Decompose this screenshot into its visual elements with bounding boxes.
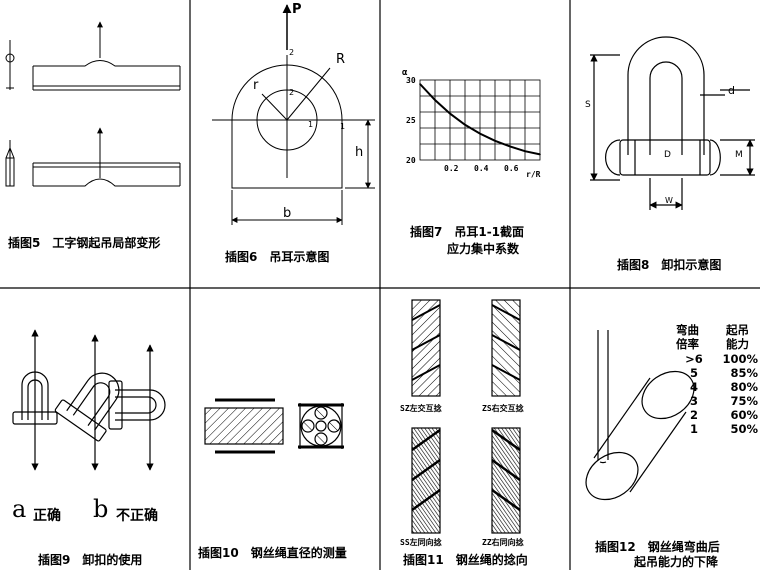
fig6-label-1b: 1 bbox=[340, 122, 346, 131]
fig7-data-point bbox=[539, 153, 541, 156]
fig6-label-r-inner: r bbox=[253, 78, 259, 93]
fig9-label-b: b bbox=[93, 495, 109, 523]
fig7-data-point bbox=[449, 112, 451, 115]
fig6-label-2a: 2 bbox=[289, 48, 295, 57]
fig12-rope-bend bbox=[585, 330, 695, 501]
fig7-x-tick-04: 0.4 bbox=[474, 164, 489, 173]
table-row: 100% bbox=[722, 352, 758, 366]
table-row: 3 bbox=[689, 394, 698, 408]
fig11-label-zs: ZS右交互捻 bbox=[482, 404, 524, 413]
fig6-label-b: b bbox=[283, 206, 292, 221]
caption-fig5: 插图5 工字钢起吊局部变形 bbox=[8, 236, 161, 250]
fig12-table-head-ratio: 弯曲倍率 bbox=[676, 323, 699, 351]
fig7-chart-series bbox=[419, 83, 541, 156]
fig7-y-tick-20: 20 bbox=[406, 156, 416, 165]
caption-fig12-line1: 插图12 钢丝绳弯曲后 bbox=[595, 540, 720, 554]
table-row: 50% bbox=[730, 422, 758, 436]
fig6-label-1a: 1 bbox=[308, 120, 314, 129]
table-row: 4 bbox=[689, 380, 698, 394]
fig6-lug-drawing bbox=[212, 4, 375, 225]
table-row: 5 bbox=[689, 366, 698, 380]
fig8-shackle-drawing bbox=[590, 36, 755, 210]
caption-fig10: 插图10 钢丝绳直径的测量 bbox=[198, 546, 347, 560]
fig7-data-point bbox=[494, 140, 496, 142]
fig9-label-a: a bbox=[12, 495, 27, 523]
fig6-label-r-outer: R bbox=[336, 52, 346, 67]
fig6-label-2b: 2 bbox=[289, 88, 295, 97]
fig8-label-pin-d: D bbox=[664, 150, 671, 160]
fig8-label-s: S bbox=[585, 100, 591, 110]
fig11-label-zz: ZZ右同向捻 bbox=[482, 538, 524, 547]
table-row: 1 bbox=[689, 422, 698, 436]
caption-fig11: 插图11 钢丝绳的捻向 bbox=[403, 553, 528, 567]
fig7-data-point bbox=[524, 150, 526, 152]
fig5-ibeam-drawing bbox=[5, 21, 181, 187]
fig9-label-b-text: 不正确 bbox=[116, 508, 158, 524]
fig11-rope-lay bbox=[411, 299, 521, 534]
fig7-data-point bbox=[479, 132, 481, 135]
fig6-label-h: h bbox=[355, 145, 364, 160]
fig9-shackle-usage bbox=[12, 329, 166, 471]
fig7-data-point bbox=[419, 83, 421, 85]
fig12-table-capacity-col: 100% 85% 80% 75% 60% 50% bbox=[718, 352, 758, 436]
fig7-data-point bbox=[434, 99, 436, 101]
caption-fig9: 插图9 卸扣的使用 bbox=[38, 553, 143, 567]
fig11-label-ss: SS左同向捻 bbox=[400, 538, 442, 547]
fig10-rope-measure bbox=[204, 398, 344, 454]
table-row: 2 bbox=[689, 408, 698, 422]
caption-fig6: 插图6 吊耳示意图 bbox=[225, 250, 330, 264]
fig8-label-m: M bbox=[735, 150, 743, 160]
fig12-table-ratio-col: >6 5 4 3 2 1 bbox=[680, 352, 708, 436]
fig7-data-point bbox=[509, 145, 511, 148]
fig7-data-point bbox=[464, 124, 466, 126]
fig7-x-tick-02: 0.2 bbox=[444, 164, 459, 173]
fig8-label-d: d bbox=[728, 84, 735, 97]
table-row: 60% bbox=[730, 408, 758, 422]
fig7-x-tick-06: 0.6 bbox=[504, 164, 519, 173]
table-row: 85% bbox=[730, 366, 758, 380]
table-row: >6 bbox=[685, 352, 703, 366]
fig7-chart-grid bbox=[419, 79, 541, 161]
fig7-y-tick-30: 30 bbox=[406, 76, 416, 85]
caption-fig8: 插图8 卸扣示意图 bbox=[617, 258, 722, 272]
caption-fig7-line2: 应力集中系数 bbox=[447, 242, 520, 256]
fig7-y-tick-25: 25 bbox=[406, 116, 416, 125]
fig6-label-p: P bbox=[292, 2, 302, 17]
caption-fig7-line1: 插图7 吊耳1-1截面 bbox=[410, 225, 525, 239]
fig7-x-axis-label: r/R bbox=[526, 170, 541, 179]
table-row: 75% bbox=[730, 394, 758, 408]
fig11-label-sz: SZ左交互捻 bbox=[400, 404, 442, 413]
fig9-label-a-text: 正确 bbox=[33, 508, 61, 524]
table-row: 80% bbox=[730, 380, 758, 394]
fig8-label-w: W bbox=[665, 196, 673, 205]
caption-fig12-line2: 起吊能力的下降 bbox=[634, 555, 719, 569]
fig7-y-axis-label: α bbox=[402, 68, 408, 78]
fig12-table-head-capacity: 起吊能力 bbox=[726, 323, 749, 351]
